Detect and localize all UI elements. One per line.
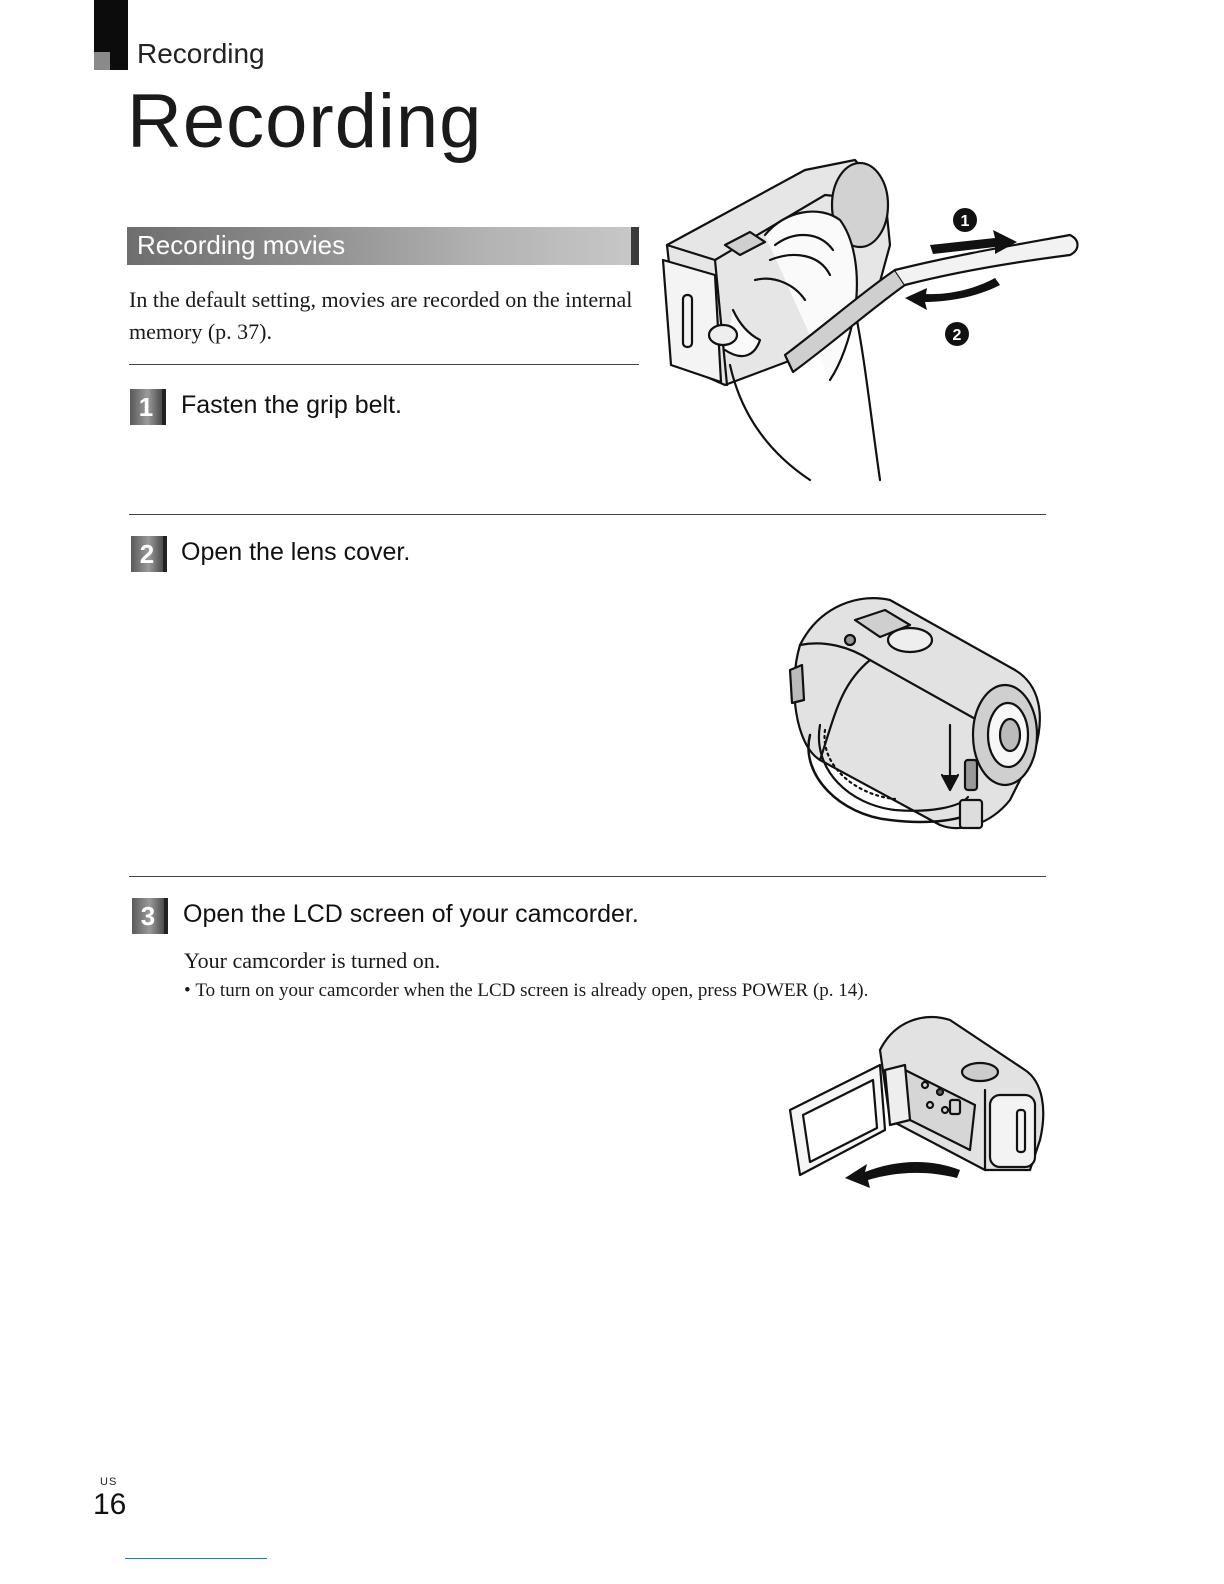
divider (129, 876, 1046, 877)
page-title: Recording (127, 79, 483, 164)
section-marker (94, 0, 128, 70)
step-3-body: Your camcorder is turned on. (184, 948, 441, 973)
page-number: 16 (93, 1488, 127, 1521)
callout-1-label: 1 (961, 213, 970, 230)
callout-2 (945, 322, 969, 346)
step-2-title: Open the lens cover. (181, 538, 411, 566)
divider (129, 364, 639, 365)
lens-cover-illustration (788, 597, 1041, 830)
step-3-title: Open the LCD screen of your camcorder. (183, 900, 639, 928)
grip-belt-illustration: 1 2 (661, 158, 1079, 482)
step-2-number: 2 (131, 536, 167, 572)
intro-text: In the default setting, movies are recor… (129, 287, 633, 344)
step-1-number: 1 (130, 389, 166, 425)
lcd-open-illustration (788, 1016, 1045, 1188)
step-3-number: 3 (132, 898, 168, 934)
bullet-icon: • (184, 980, 196, 1001)
callout-2-label: 2 (953, 327, 962, 344)
step-1-title: Fasten the grip belt. (181, 391, 402, 419)
footer-region: US (100, 1476, 118, 1488)
section-label: Recording (137, 38, 265, 69)
step-3-bullet-text: To turn on your camcorder when the LCD s… (195, 980, 869, 1001)
divider (129, 514, 1046, 515)
footer-link-underline (125, 1558, 267, 1559)
step-3-bullet: • To turn on your camcorder when the LCD… (184, 980, 868, 1002)
callout-1 (953, 208, 977, 232)
section-heading-bar: Recording movies (127, 227, 639, 265)
section-heading: Recording movies (137, 230, 346, 260)
